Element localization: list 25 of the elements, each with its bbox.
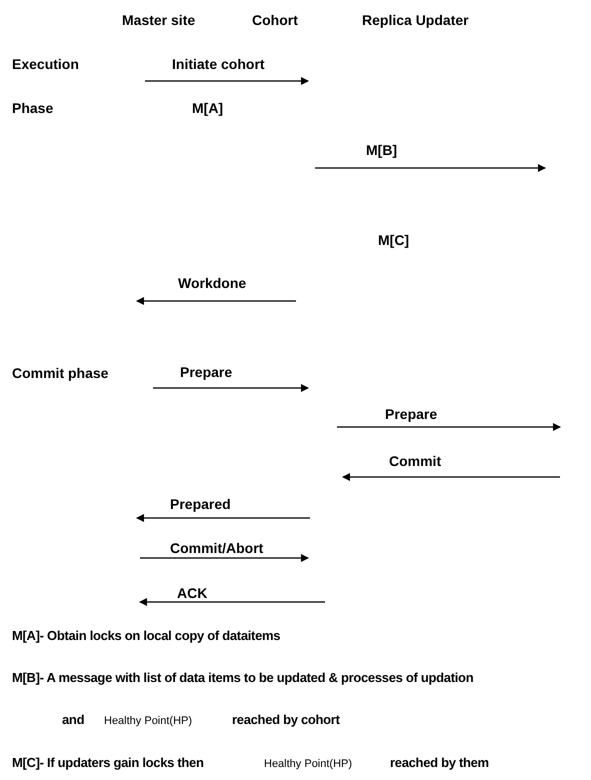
column-heading: Cohort [252,12,298,29]
phase-label: Commit phase [12,365,108,382]
phase-label: Phase [12,100,54,117]
note-text: Healthy Point(HP) [104,714,192,729]
note-text: M[C]- If updaters gain locks then [12,754,204,771]
message-label: ACK [177,585,208,602]
message-label: Prepared [170,496,231,513]
message-label: M[B] [366,142,398,159]
note-text: M[A]- Obtain locks on local copy of dataitems [12,627,280,644]
note-text: reached by them [390,754,489,771]
column-heading: Replica Updater [362,12,469,29]
note-text: Healthy Point(HP) [264,757,352,772]
note-text: reached by cohort [232,711,340,728]
note-text: and [62,711,84,728]
column-heading: Master site [122,12,196,29]
message-label: Commit [389,453,442,470]
message-label: Prepare [180,364,232,381]
message-label: Initiate cohort [172,56,265,73]
message-label: Workdone [178,275,246,292]
phase-label: Execution [12,56,79,73]
message-label: Commit/Abort [170,540,264,557]
message-label: M[A] [192,100,224,117]
note-text: M[B]- A message with list of data items to be updated & processes of updation [12,669,474,686]
message-label: M[C] [378,232,410,249]
message-label: Prepare [385,406,438,423]
